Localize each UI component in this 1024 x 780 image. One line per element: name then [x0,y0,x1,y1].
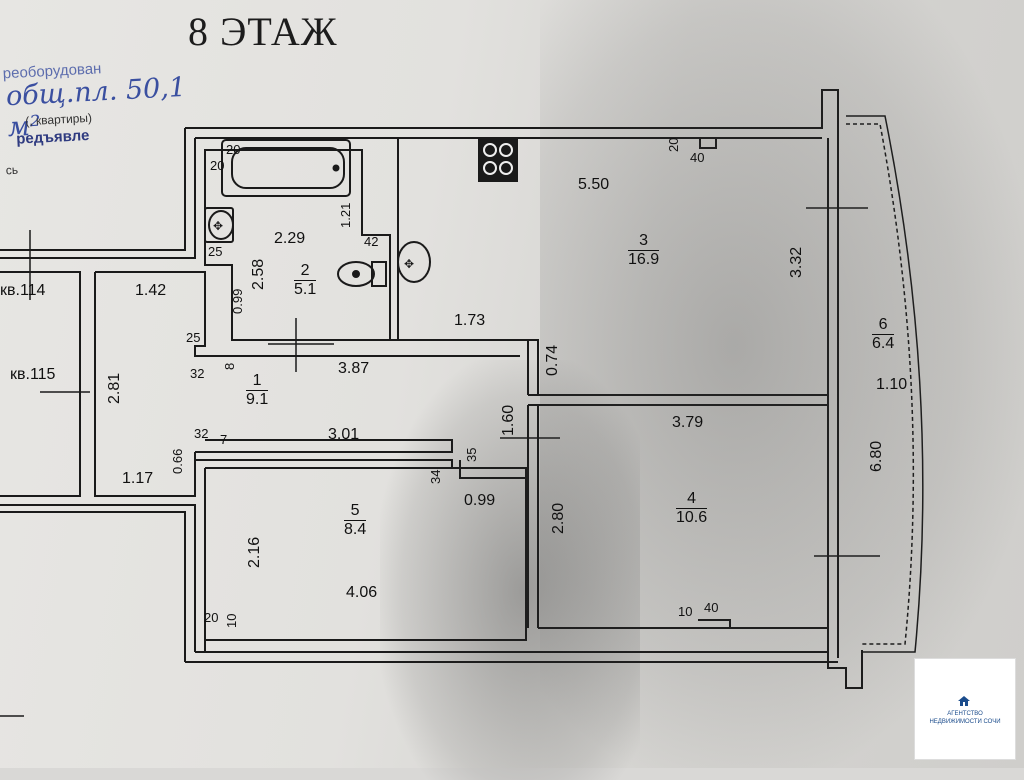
dim-label: 32 [190,366,205,381]
room-5-number: 5 [344,502,367,521]
toilet-icon [337,261,387,287]
dim-label: 8 [222,362,237,370]
kitchen-sink-icon: ✥ [397,241,431,283]
dim-label: 1.21 [338,202,353,228]
neighbor-apt-115: кв.115 [10,366,56,383]
svg-text:✥: ✥ [404,257,414,271]
dim-label: 10 [678,604,693,619]
dim-label: 20 [204,610,219,625]
dim-label: 3.32 [788,246,805,278]
room-1-area: 9.1 [246,391,269,408]
dim-label: 5.50 [578,176,610,193]
dim-label: 3.79 [672,414,704,431]
room-2-number: 2 [294,262,317,281]
dim-label: 0.99 [230,288,245,314]
dim-label: 20 [226,142,241,157]
svg-text:✥: ✥ [213,219,223,233]
dim-label: 1.17 [122,470,154,487]
stamp-line-5: сь [5,162,19,178]
dim-label: 0.99 [464,492,496,509]
dim-label: 25 [208,244,223,259]
room-4-number: 4 [676,490,708,509]
dim-label: 42 [364,234,379,249]
dim-label: 40 [690,150,705,165]
dim-label: 3.01 [328,426,360,443]
house-icon [958,696,970,706]
dim-label: 20 [666,137,681,152]
dim-label: 32 [194,426,209,441]
room-3-label: 3 16.9 [628,232,660,269]
dim-label: 1.10 [876,376,908,393]
stove-icon [478,138,518,182]
dim-label: 4.06 [346,584,378,601]
dim-label: 35 [464,447,479,462]
dim-label: 1.60 [500,404,517,436]
dim-label: 40 [704,600,719,615]
room-4-area: 10.6 [676,509,708,526]
logo-line-1: АГЕНТСТВО [947,711,983,717]
dim-label: 1.42 [135,282,167,299]
dim-label: 2.81 [106,372,123,404]
dim-label: 25 [186,330,201,345]
dim-label: 3.87 [338,360,370,377]
sink-icon: ✥ [204,207,234,243]
dim-label: 6.80 [868,440,885,472]
room-1-label: 1 9.1 [246,372,269,409]
dim-label: 2.58 [250,258,267,290]
dim-label: 0.66 [170,448,185,474]
dim-label: 10 [224,613,239,628]
agency-logo: АГЕНТСТВО НЕДВИЖИМОСТИ СОЧИ [914,658,1016,760]
bathtub-icon [221,139,351,197]
room-3-area: 16.9 [628,251,660,268]
logo-line-2: НЕДВИЖИМОСТИ СОЧИ [929,719,1001,725]
room-3-number: 3 [628,232,660,251]
room-2-area: 5.1 [294,281,317,298]
dim-label: 0.74 [544,344,561,376]
room-1-number: 1 [246,372,269,391]
room-6-number: 6 [872,316,895,335]
dim-label: 7 [220,432,228,447]
dim-label: 34 [428,469,443,484]
floor-title: 8 ЭТАЖ [188,9,338,54]
room-6-label: 6 6.4 [872,316,895,353]
dim-label: 2.80 [550,502,567,534]
room-4-label: 4 10.6 [676,490,708,527]
room-5-area: 8.4 [344,521,367,538]
room-6-area: 6.4 [872,335,895,352]
dim-label: 2.16 [246,536,263,568]
neighbor-apt-114: кв.114 [0,282,46,299]
dim-label: 2.29 [274,230,306,247]
room-5-label: 5 8.4 [344,502,367,539]
dim-label: 20 [210,158,225,173]
dim-label: 1.73 [454,312,486,329]
room-2-label: 2 5.1 [294,262,317,299]
